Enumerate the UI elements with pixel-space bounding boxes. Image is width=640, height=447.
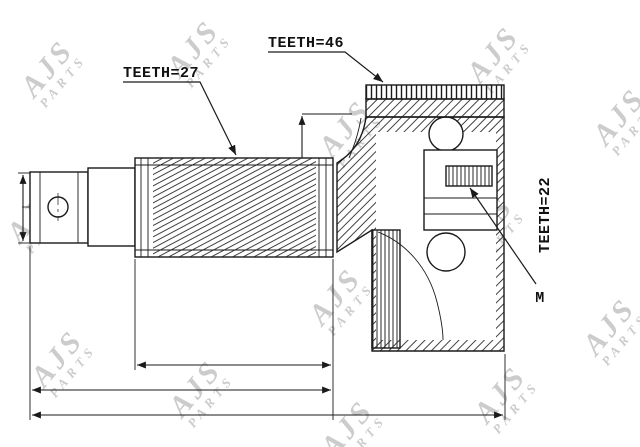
bearing-ball-lower bbox=[426, 232, 466, 272]
label-teeth-shaft: TEETH=27 bbox=[123, 65, 199, 82]
leader-teeth-shaft bbox=[123, 81, 237, 156]
leader-lines bbox=[123, 51, 537, 285]
inner-race bbox=[423, 149, 498, 231]
outer-housing bbox=[336, 116, 505, 352]
leader-teeth-ring bbox=[268, 51, 384, 83]
shaft-neck bbox=[87, 167, 136, 247]
boot-groove-band bbox=[371, 229, 401, 349]
abs-ring-body bbox=[365, 98, 505, 118]
label-teeth-inner: TEETH=22 bbox=[537, 177, 554, 253]
abs-ring-teeth bbox=[365, 84, 505, 100]
label-teeth-ring: TEETH=46 bbox=[268, 35, 344, 52]
inner-race-splines bbox=[445, 165, 493, 187]
spline-hatching bbox=[153, 158, 316, 257]
bearing-ball-upper bbox=[428, 116, 464, 152]
abs-ring bbox=[365, 84, 505, 118]
label-thread-mark: M bbox=[535, 290, 545, 307]
leader-inner-spline bbox=[469, 187, 537, 285]
shaft bbox=[22, 157, 334, 258]
